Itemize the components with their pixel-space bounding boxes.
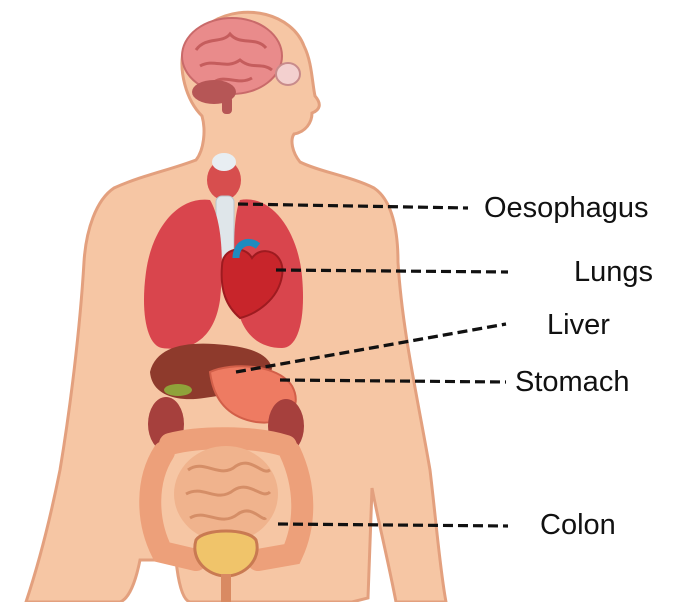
brain-stem [222, 96, 232, 114]
label-liver: Liver [547, 311, 610, 340]
label-lungs: Lungs [574, 258, 653, 287]
gallbladder [164, 384, 192, 396]
eye [276, 63, 300, 85]
leader-line-stomach [280, 380, 506, 382]
label-stomach: Stomach [515, 368, 629, 397]
brain [182, 18, 282, 94]
urethra [221, 574, 231, 602]
larynx [212, 153, 236, 171]
bladder [195, 531, 257, 576]
label-oesophagus: Oesophagus [484, 194, 648, 223]
label-colon: Colon [540, 511, 616, 540]
